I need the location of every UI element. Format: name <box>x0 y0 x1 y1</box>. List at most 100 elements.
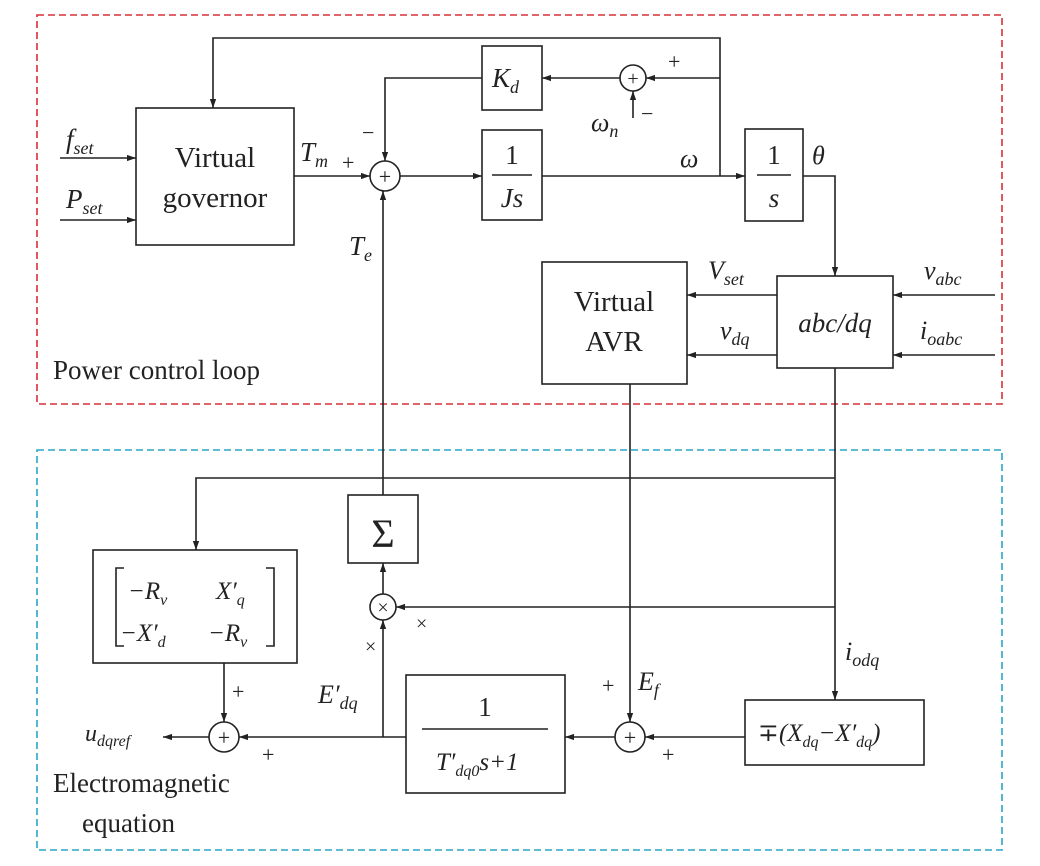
vabc-main: v <box>924 256 936 285</box>
vset-main: V <box>708 256 727 285</box>
kd-minus-sign: − <box>362 120 374 145</box>
omega-n-label: ωn <box>591 108 618 141</box>
lag-den-b: s+1 <box>479 749 518 776</box>
ioabc-sub: oabc <box>927 329 962 349</box>
svg-text:−X′d: −X′d <box>120 620 167 651</box>
kd-feedback-line <box>381 77 482 161</box>
omega-n-minus-sign: − <box>641 101 653 126</box>
ef-main: E <box>637 667 654 696</box>
kd-gain-block: Kd <box>481 45 543 111</box>
abc-dq-label: abc/dq <box>798 308 872 338</box>
reactance-pre: ∓(X <box>758 720 804 747</box>
output-summing-junction: + <box>208 721 240 753</box>
edq-sub: dq <box>340 693 358 713</box>
iodq-times-sign: × <box>416 613 427 635</box>
reactance-post: ) <box>870 720 880 747</box>
matrix-r1c1-sub: v <box>160 592 168 609</box>
field-summing-junction: + <box>614 721 646 753</box>
inertia-denominator: Js <box>501 183 524 213</box>
te-label: Te <box>349 231 372 265</box>
matrix-plus-sign: + <box>232 679 244 704</box>
tm-sub: m <box>315 151 328 171</box>
ef-plus-sign: + <box>602 673 614 698</box>
tm-label: Tm <box>300 137 328 171</box>
reactance-sub1: dq <box>803 734 819 751</box>
vdq-main: v <box>720 316 732 345</box>
field-sum-symbol: + <box>624 725 636 750</box>
signal-lines <box>60 37 995 741</box>
omega-plus-sign: + <box>668 49 680 74</box>
matrix-left-bracket <box>115 567 124 647</box>
matrix-r2c2: −R <box>208 620 240 647</box>
omega-label: ω <box>680 144 698 173</box>
em-equation-label-line2: equation <box>82 808 175 838</box>
fset-main: f <box>66 124 77 154</box>
matrix-r1c1: −R <box>128 578 160 605</box>
electromagnetic-equation-region <box>36 449 1003 851</box>
reactance-plus-sign: + <box>662 742 674 767</box>
inertia-numerator: 1 <box>505 140 519 170</box>
svg-text:T′dq0s+1: T′dq0s+1 <box>436 749 518 780</box>
matrix-r1c2-sub: q <box>237 592 245 609</box>
svg-text:−Rv: −Rv <box>208 620 248 651</box>
vdq-sub: dq <box>732 329 750 349</box>
inertia-block: 1 Js <box>481 129 543 221</box>
integrator-block: 1 s <box>744 128 804 222</box>
lag-den-sub: dq0 <box>455 763 479 780</box>
multiplier-junction: × <box>369 593 397 621</box>
pset-main: P <box>65 184 83 214</box>
tm-main: T <box>300 137 317 167</box>
pset-sub: set <box>83 198 104 218</box>
virtual-governor-block: Virtual governor <box>135 107 295 246</box>
ioabc-label: ioabc <box>920 316 962 349</box>
reactance-mid: −X′ <box>819 720 857 747</box>
lag-den-a: T′ <box>436 749 456 776</box>
pset-label: Pset <box>65 184 103 218</box>
edq-times-sign: × <box>365 636 376 658</box>
udqref-main: u <box>85 721 97 747</box>
svg-text:∓(Xdq−X′dq): ∓(Xdq−X′dq) <box>758 720 881 751</box>
iodq-sub: odq <box>852 650 879 670</box>
output-sum-symbol: + <box>218 725 230 750</box>
iodq-to-matrix-line <box>192 477 835 550</box>
edq-plus-sign: + <box>262 742 274 767</box>
virtual-avr-line1: Virtual <box>574 286 654 318</box>
svg-text:X′q: X′q <box>215 578 245 609</box>
vset-label: Vset <box>708 256 745 289</box>
reactance-block: ∓(Xdq−X′dq) <box>744 699 925 766</box>
omega-n-sub: n <box>609 121 618 141</box>
omega-n-main: ω <box>591 108 609 137</box>
matrix-r2c2-sub: v <box>240 634 248 651</box>
theta-label: θ <box>812 141 825 170</box>
vset-sub: set <box>724 269 745 289</box>
matrix-r1c2: X′ <box>215 578 237 605</box>
virtual-governor-line1: Virtual <box>175 142 255 174</box>
abc-dq-transform-block: abc/dq <box>776 275 894 369</box>
power-control-loop-region <box>36 14 1003 405</box>
matrix-r2c1-sub: d <box>158 634 167 651</box>
integrator-denominator: s <box>769 183 780 213</box>
ef-sub: f <box>654 680 662 700</box>
udqref-label: udqref <box>85 721 133 750</box>
vdq-label: vdq <box>720 316 750 349</box>
kd-main: K <box>491 63 512 93</box>
iodq-label: iodq <box>845 637 879 670</box>
virtual-governor-line2: governor <box>163 182 268 214</box>
fset-sub: set <box>74 138 95 158</box>
impedance-matrix-block: −Rv X′q −X′d −Rv <box>92 549 298 664</box>
omega-summing-junction: + <box>619 64 647 92</box>
te-sub: e <box>364 245 372 265</box>
torque-summing-junction: + <box>369 160 401 192</box>
sigma-block: Σ <box>347 494 419 564</box>
edq-label: E′dq <box>317 680 358 713</box>
vabc-sub: abc <box>936 269 962 289</box>
ioabc-main: i <box>920 316 927 345</box>
multiplier-symbol: × <box>377 597 388 619</box>
virtual-avr-line2: AVR <box>585 326 643 358</box>
first-order-lag-block: 1 T′dq0s+1 <box>405 674 566 794</box>
omega-feedback-to-governor <box>209 37 721 176</box>
iodq-main: i <box>845 637 852 666</box>
fset-label: fset <box>66 124 95 158</box>
svg-text:Kd: Kd <box>491 63 520 97</box>
